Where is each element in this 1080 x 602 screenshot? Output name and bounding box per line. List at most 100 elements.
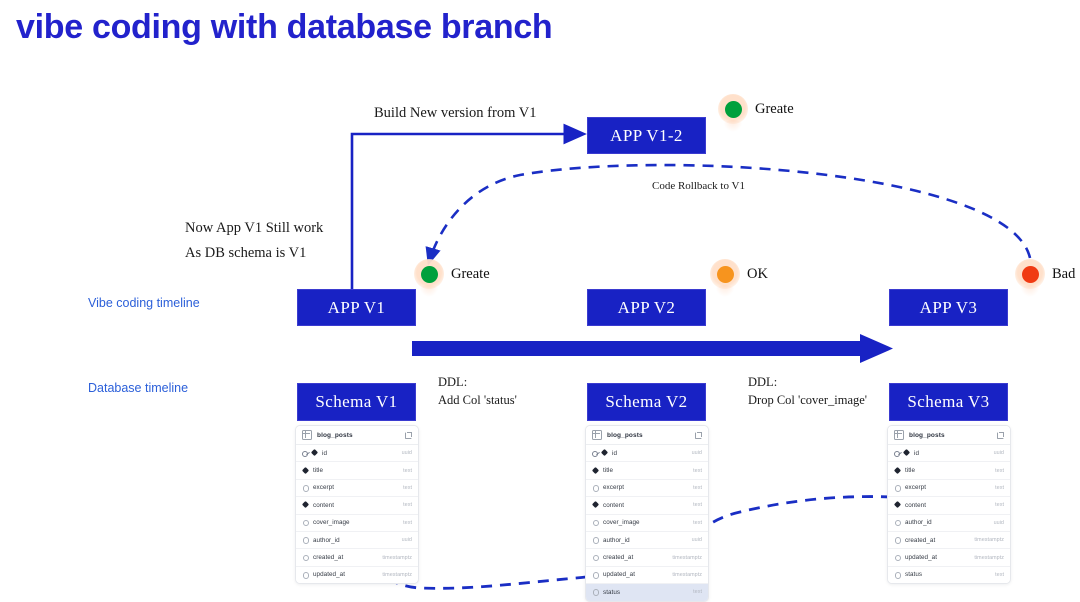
annotation-still-work-line1: Now App V1 Still work bbox=[185, 220, 324, 236]
required-field-icon bbox=[903, 450, 910, 457]
annotation-still-work-line2: As DB schema is V1 bbox=[185, 245, 307, 261]
nullable-field-icon bbox=[894, 554, 902, 562]
table-name: blog_posts bbox=[607, 431, 643, 439]
status-halo bbox=[718, 94, 748, 124]
status-dot-green bbox=[724, 100, 742, 118]
required-field-icon bbox=[592, 467, 599, 474]
primary-key-icon bbox=[302, 450, 309, 458]
status-dot-green bbox=[420, 265, 438, 283]
status-dot-red bbox=[1021, 265, 1039, 283]
column-name: title bbox=[603, 467, 614, 475]
app-box-v2[interactable]: APP V2 bbox=[587, 289, 706, 326]
primary-key-icon bbox=[592, 450, 599, 458]
column-type: timestamptz bbox=[974, 537, 1004, 544]
column-type: timestamptz bbox=[382, 571, 412, 578]
table-icon bbox=[894, 430, 904, 440]
column-name: status bbox=[603, 588, 621, 596]
column-name: created_at bbox=[603, 554, 634, 562]
primary-key-icon bbox=[894, 450, 901, 458]
annotation-ddl2-statement: Drop Col 'cover_image' bbox=[748, 393, 868, 407]
required-field-icon bbox=[302, 467, 309, 474]
required-field-icon bbox=[311, 450, 318, 457]
column-type: timestamptz bbox=[974, 554, 1004, 561]
column-type: text bbox=[403, 502, 412, 509]
table-name: blog_posts bbox=[317, 431, 353, 439]
column-type: text bbox=[693, 589, 702, 596]
schema-box-v1[interactable]: Schema V1 bbox=[297, 383, 416, 421]
status-label: Bad bbox=[1052, 265, 1076, 282]
app-box-v1[interactable]: APP V1 bbox=[297, 289, 416, 326]
status-label: Greate bbox=[451, 265, 490, 282]
nullable-field-icon bbox=[592, 519, 600, 527]
nullable-field-icon bbox=[592, 571, 600, 579]
column-name: id bbox=[914, 449, 920, 457]
column-name: title bbox=[313, 467, 324, 475]
annotation-ddl1-statement: Add Col 'status' bbox=[438, 393, 517, 407]
external-link-icon[interactable] bbox=[997, 431, 1004, 439]
column-name: content bbox=[603, 501, 625, 509]
external-link-icon[interactable] bbox=[405, 431, 412, 439]
required-field-icon bbox=[302, 502, 309, 509]
nullable-field-icon bbox=[894, 484, 902, 492]
column-row[interactable]: created_at timestamptz bbox=[586, 549, 708, 567]
status-marker-v1-2: Greate bbox=[718, 94, 794, 124]
column-name: title bbox=[905, 467, 916, 475]
label-database-timeline: Database timeline bbox=[88, 381, 189, 395]
status-label: Greate bbox=[755, 100, 794, 117]
column-type: timestamptz bbox=[672, 554, 702, 561]
nullable-field-icon bbox=[592, 554, 600, 562]
required-field-icon bbox=[894, 502, 901, 509]
external-link-icon[interactable] bbox=[695, 431, 702, 439]
app-box-v3[interactable]: APP V3 bbox=[889, 289, 1008, 326]
column-name: cover_image bbox=[603, 519, 640, 527]
app-box-v1-2[interactable]: APP V1-2 bbox=[587, 117, 706, 154]
column-type: uuid bbox=[691, 537, 702, 544]
schema-box-v3[interactable]: Schema V3 bbox=[889, 383, 1008, 421]
column-row[interactable]: status text bbox=[586, 584, 708, 601]
nullable-field-icon bbox=[894, 519, 902, 527]
column-name: status bbox=[905, 571, 923, 579]
database-timeline-arrow bbox=[412, 334, 893, 363]
status-halo bbox=[710, 259, 740, 289]
status-label: OK bbox=[747, 265, 768, 282]
status-marker-v3: Bad bbox=[1015, 259, 1075, 289]
column-type: timestamptz bbox=[382, 554, 412, 561]
status-halo bbox=[1015, 259, 1045, 289]
column-row[interactable]: created_at timestamptz bbox=[888, 531, 1010, 550]
column-name: id bbox=[322, 449, 328, 457]
schema-box-v2[interactable]: Schema V2 bbox=[587, 383, 706, 421]
annotation-ddl1-title: DDL: bbox=[438, 375, 468, 389]
page-title: vibe coding with database branch bbox=[16, 8, 553, 46]
column-name: excerpt bbox=[905, 484, 926, 492]
required-field-icon bbox=[601, 450, 608, 457]
column-name: created_at bbox=[905, 536, 936, 544]
column-type: uuid bbox=[401, 537, 412, 544]
nullable-field-icon bbox=[592, 537, 600, 544]
status-marker-v1: Greate bbox=[414, 259, 490, 289]
